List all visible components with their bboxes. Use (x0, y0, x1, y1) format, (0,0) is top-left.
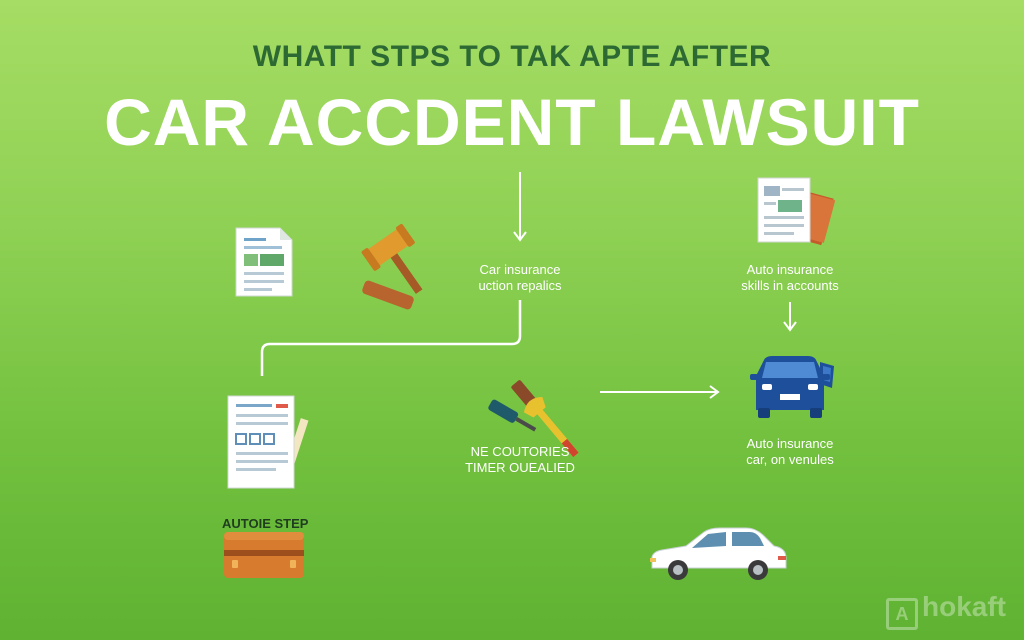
step-label-line: TIMER OUEALIED (465, 460, 575, 475)
arrow-head (783, 321, 797, 332)
step-label-auto-insurance-vehicles: Auto insurance car, on venules (710, 436, 870, 468)
sedan-car-icon (650, 527, 787, 580)
step-label-countries: NE COUTORIES TIMER OUEALIED (440, 444, 600, 476)
step-label-autoie-step: AUTOIE STEP (222, 516, 309, 531)
elbow-connector (260, 300, 522, 376)
diagram-subtitle: WHATT STPS TO TAK APTE AFTER (252, 40, 772, 73)
arrow-head (513, 231, 527, 242)
car-front-icon (750, 356, 834, 418)
gavel-icon (361, 224, 423, 310)
step-label-line: skills in accounts (741, 278, 839, 293)
form-document-icon (227, 395, 309, 489)
step-label-car-insurance: Car insurance uction repalics (440, 262, 600, 294)
diagram-title: CAR ACCDENT LAWSUIT (104, 85, 920, 159)
watermark-text: hokaft (922, 591, 1006, 622)
step-label-line: car, on venules (746, 452, 834, 467)
tools-icon (488, 380, 579, 458)
step-label-line: Auto insurance (746, 262, 834, 277)
step-label-line: NE COUTORIES (470, 444, 570, 459)
document-icon (235, 227, 293, 297)
step-label-line: Auto insurance (746, 436, 834, 451)
step-label-line: Car insurance (479, 262, 561, 277)
step-label-line: uction repalics (478, 278, 562, 293)
arrow-head (709, 385, 720, 399)
step-label-auto-insurance-skills: Auto insurance skills in accounts (710, 262, 870, 294)
watermark-symbol: A (886, 598, 918, 630)
briefcase-icon (224, 532, 304, 578)
documents-folder-icon (757, 177, 836, 246)
